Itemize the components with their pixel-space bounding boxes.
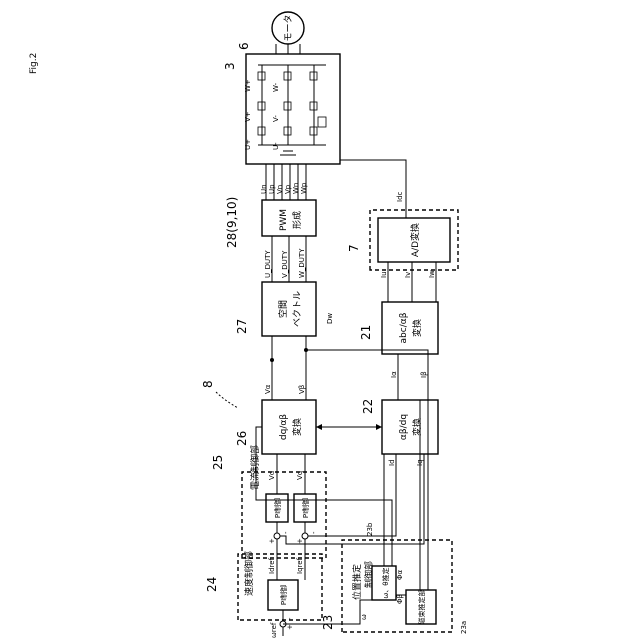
pwm-ref: 28(9,10) <box>225 197 239 248</box>
estimator-sub-b: 23b <box>366 522 374 536</box>
pi-q-label: PI制御 <box>301 498 310 518</box>
pi-d-label: PI制御 <box>273 498 282 518</box>
inv-dq-out-valpha: Vα <box>264 384 272 394</box>
abc-line2: 変換 <box>411 319 423 337</box>
dq-out-id: Id <box>388 459 396 466</box>
abc-block <box>382 302 438 354</box>
inv-label-wminus: W- <box>272 82 280 92</box>
current-ctrl-ref: 25 <box>211 455 225 470</box>
estimator-sub-a: 23a <box>460 621 468 634</box>
abc-out-ibeta: Iβ <box>420 371 428 378</box>
sign-5: + <box>286 624 294 630</box>
svm-block <box>262 282 316 336</box>
sign-2: - <box>282 531 290 534</box>
phi-alpha: Φα <box>396 569 404 580</box>
abc-out-ialpha: Iα <box>390 371 398 378</box>
dq-ref: 22 <box>361 399 375 414</box>
svm-line2: ベクトル <box>292 291 303 327</box>
inv-dq-line1: dq/αβ <box>279 414 289 440</box>
inv-dq-block <box>262 400 316 454</box>
current-ctrl-label: 電流制御部 <box>249 445 261 490</box>
inv-label-uplus: U+ <box>244 139 252 150</box>
motor-ref: 6 <box>237 42 251 50</box>
inverter-block <box>246 54 340 164</box>
inv-label-vplus: V+ <box>244 111 252 122</box>
ad-label: A/D変換 <box>409 223 421 257</box>
inverter-ref: 3 <box>223 62 237 70</box>
inv-label-wplus: W+ <box>244 79 252 92</box>
pwm-out-wp: Wp <box>300 182 308 194</box>
sign-3: + <box>296 538 304 544</box>
estimator-title1: 位置推定 <box>351 564 363 600</box>
omega-label: ω <box>360 614 368 620</box>
abc-line1: abc/αβ <box>399 312 409 343</box>
speed-out-iqref: Iqref <box>296 557 304 574</box>
ad-out-iw: Iw <box>428 270 436 278</box>
dq-line1: αβ/dq <box>399 414 409 440</box>
cc-out-vd: Vd <box>268 471 276 480</box>
phi-beta: Φβ <box>396 594 404 604</box>
omega-theta-label: ω、θ推定 <box>381 567 390 598</box>
omega-ref-label: ωref <box>270 622 278 638</box>
inv-dq-line2: 変換 <box>291 418 303 436</box>
motor-label: モータ <box>283 14 294 41</box>
speed-out-idref: Idref <box>268 557 276 574</box>
flux-label: 磁束推定部 <box>417 590 426 625</box>
inv-dq-out-vbeta: Vβ <box>298 385 306 394</box>
system-ref: 8 <box>201 380 215 388</box>
svm-dw-label: Dw <box>326 313 334 324</box>
pwm-block <box>262 200 316 236</box>
sign-4: - <box>310 531 318 534</box>
pwm-out-vn: Vn <box>276 185 284 194</box>
pwm-line1: PWM <box>279 209 289 231</box>
pwm-out-wn: Wn <box>292 183 300 194</box>
ad-ref: 7 <box>347 244 361 252</box>
svm-out-u: U_DUTY <box>264 250 272 278</box>
svm-ref: 27 <box>235 319 249 334</box>
pwm-line2: 形成 <box>291 211 303 229</box>
inv-label-uminus: U- <box>272 142 280 150</box>
pwm-out-vp: Vp <box>284 184 292 194</box>
ad-out-iu: Iu <box>380 271 388 278</box>
idc-label: Idc <box>396 191 404 202</box>
speed-ctrl-label: 速度制御部 <box>243 551 255 596</box>
inv-dq-ref: 26 <box>235 431 249 446</box>
sign-1: + <box>268 538 276 544</box>
estimator-ref: 23 <box>321 615 335 630</box>
dq-line2: 変換 <box>411 418 423 436</box>
pwm-out-up: Up <box>268 184 276 194</box>
svm-line1: 空間 <box>277 300 289 318</box>
speed-ctrl-ref: 24 <box>205 577 219 592</box>
svm-out-w: W_DUTY <box>298 248 306 278</box>
ad-out-iv: Iv <box>404 272 412 278</box>
abc-ref: 21 <box>359 325 373 340</box>
pwm-out-un: Un <box>260 184 268 194</box>
svm-out-v: V_DUTY <box>281 250 289 278</box>
cc-out-vq: Vq <box>296 471 304 480</box>
speed-pi-label: PI制御 <box>279 585 288 605</box>
figure-label: Fig.2 <box>29 53 39 74</box>
inv-label-vminus: V- <box>272 115 280 122</box>
sign-6: - <box>286 617 294 620</box>
dq-block <box>382 400 438 454</box>
